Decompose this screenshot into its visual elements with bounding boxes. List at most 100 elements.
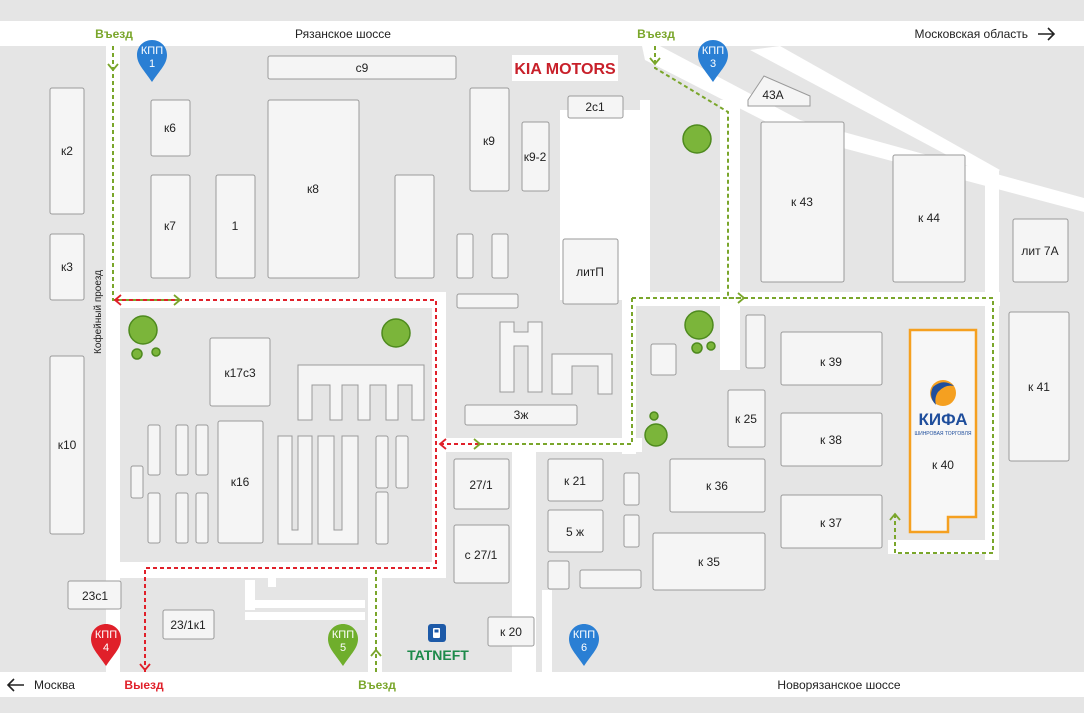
checkpoint-number: 5 xyxy=(340,642,346,654)
label-k2: к2 xyxy=(61,144,73,158)
fuel-station-icon-window xyxy=(434,629,439,633)
building-23c1[interactable] xyxy=(67,580,122,610)
entry-route-kifa xyxy=(632,297,994,554)
label-k16: к16 xyxy=(231,475,250,489)
building-k37[interactable] xyxy=(780,494,883,549)
checkpoint-pin-icon xyxy=(698,40,728,82)
building-small-a[interactable] xyxy=(456,233,474,279)
label-k44: к 44 xyxy=(918,211,940,225)
building-k36[interactable] xyxy=(669,458,766,513)
building-small-e[interactable] xyxy=(745,314,766,369)
checkpoint-pin-icon xyxy=(328,624,358,666)
shed xyxy=(175,492,189,544)
parking-markings xyxy=(245,132,650,620)
building-k17c3[interactable] xyxy=(209,337,271,407)
checkpoint-kpp3[interactable]: КПП 3 xyxy=(698,40,728,82)
road-north-left xyxy=(640,100,650,300)
label-k10: к10 xyxy=(58,438,77,452)
checkpoint-kpp4[interactable]: КПП 4 xyxy=(91,624,121,666)
checkpoint-label: КПП xyxy=(95,629,117,641)
building-k21[interactable] xyxy=(547,458,604,502)
parking-stripe xyxy=(562,132,638,140)
building-small-b[interactable] xyxy=(491,233,509,279)
label-k39: к 39 xyxy=(820,355,842,369)
tree-icon xyxy=(128,315,158,345)
building-k38[interactable] xyxy=(780,412,883,467)
building-small-c[interactable] xyxy=(456,293,519,309)
building-27-1[interactable] xyxy=(453,458,510,510)
trees xyxy=(128,124,716,447)
checkpoint-label: КПП xyxy=(702,45,724,57)
building-c27-1[interactable] xyxy=(453,524,510,584)
kifa-logo[interactable]: КИФА ШИНРОВАЯ ТОРГОВЛЯ xyxy=(915,380,972,437)
building-k3[interactable] xyxy=(49,233,85,301)
building-k6[interactable] xyxy=(150,99,191,157)
parking-stripe xyxy=(245,612,365,620)
building-k8[interactable] xyxy=(267,99,360,279)
parking-stripe xyxy=(630,272,650,280)
building-small-g[interactable] xyxy=(623,514,640,548)
building-43A[interactable] xyxy=(747,75,811,107)
building-small-i[interactable] xyxy=(579,569,642,589)
building-k20[interactable] xyxy=(487,616,535,647)
tree-icon xyxy=(706,341,716,351)
tree-icon xyxy=(649,411,659,421)
road-kifa-bottom xyxy=(888,540,998,554)
kifa-zone[interactable] xyxy=(908,328,978,534)
building-2c1[interactable] xyxy=(567,95,624,119)
label-2c1: 2с1 xyxy=(585,100,605,114)
building-k44[interactable] xyxy=(892,154,966,283)
tatneft-logo[interactable]: TATNEFT xyxy=(407,624,469,663)
checkpoint-pin-icon xyxy=(137,40,167,82)
building-23-1k1[interactable] xyxy=(162,609,215,640)
building-comb xyxy=(297,364,425,421)
checkpoint-kpp5[interactable]: КПП 5 xyxy=(328,624,358,666)
building-k16[interactable] xyxy=(217,420,264,544)
building-1[interactable] xyxy=(215,174,256,279)
building-k2[interactable] xyxy=(49,87,85,215)
arrow-icon xyxy=(173,294,182,306)
building-k41[interactable] xyxy=(1008,311,1070,462)
building-5zh[interactable] xyxy=(547,509,604,553)
checkpoint-kpp1[interactable]: КПП 1 xyxy=(137,40,167,82)
building-k39[interactable] xyxy=(780,331,883,386)
label-k25: к 25 xyxy=(735,412,757,426)
building-k35[interactable] xyxy=(652,532,766,591)
building-c9[interactable] xyxy=(267,55,457,80)
building-3zh[interactable] xyxy=(464,404,578,426)
building-small-f[interactable] xyxy=(623,472,640,506)
entry-label-top-right: Въезд xyxy=(637,27,675,41)
tree-icon xyxy=(644,423,668,447)
label-moscow: Москва xyxy=(34,678,75,692)
building-k10[interactable] xyxy=(49,355,85,535)
tatneft-logo-text: TATNEFT xyxy=(407,647,469,663)
building-small-h[interactable] xyxy=(547,560,570,590)
label-k20: к 20 xyxy=(500,625,522,639)
building-small-d[interactable] xyxy=(650,343,677,376)
checkpoint-pin-icon xyxy=(91,624,121,666)
ryazanskoe-highway xyxy=(0,21,1084,46)
parking-stripe xyxy=(562,152,638,160)
label-k37: к 37 xyxy=(820,516,842,530)
kia-logo[interactable]: KIA MOTORS xyxy=(512,55,618,81)
building-u-2 xyxy=(551,353,613,395)
shed xyxy=(195,492,209,544)
road-k39 xyxy=(720,100,740,370)
label-k3: к3 xyxy=(61,260,73,274)
building-litP[interactable] xyxy=(562,238,619,305)
building-k7[interactable] xyxy=(150,174,191,279)
label-k36: к 36 xyxy=(706,479,728,493)
checkpoint-kpp6[interactable]: КПП 6 xyxy=(569,624,599,666)
tree-icon xyxy=(691,342,703,354)
parking-stripe xyxy=(574,212,638,220)
building-k43[interactable] xyxy=(760,121,845,283)
entry-route-kpp3 xyxy=(654,46,744,299)
label-k35: к 35 xyxy=(698,555,720,569)
building-k9-2[interactable] xyxy=(521,121,550,192)
building-lit7A[interactable] xyxy=(1012,218,1069,283)
building-k25[interactable] xyxy=(727,389,766,448)
building-k9[interactable] xyxy=(469,87,510,192)
road-labels: Рязанское шоссе Московская область Новор… xyxy=(34,27,1028,692)
building-unnamed-1[interactable] xyxy=(394,174,435,279)
label-k40: к 40 xyxy=(932,458,954,472)
